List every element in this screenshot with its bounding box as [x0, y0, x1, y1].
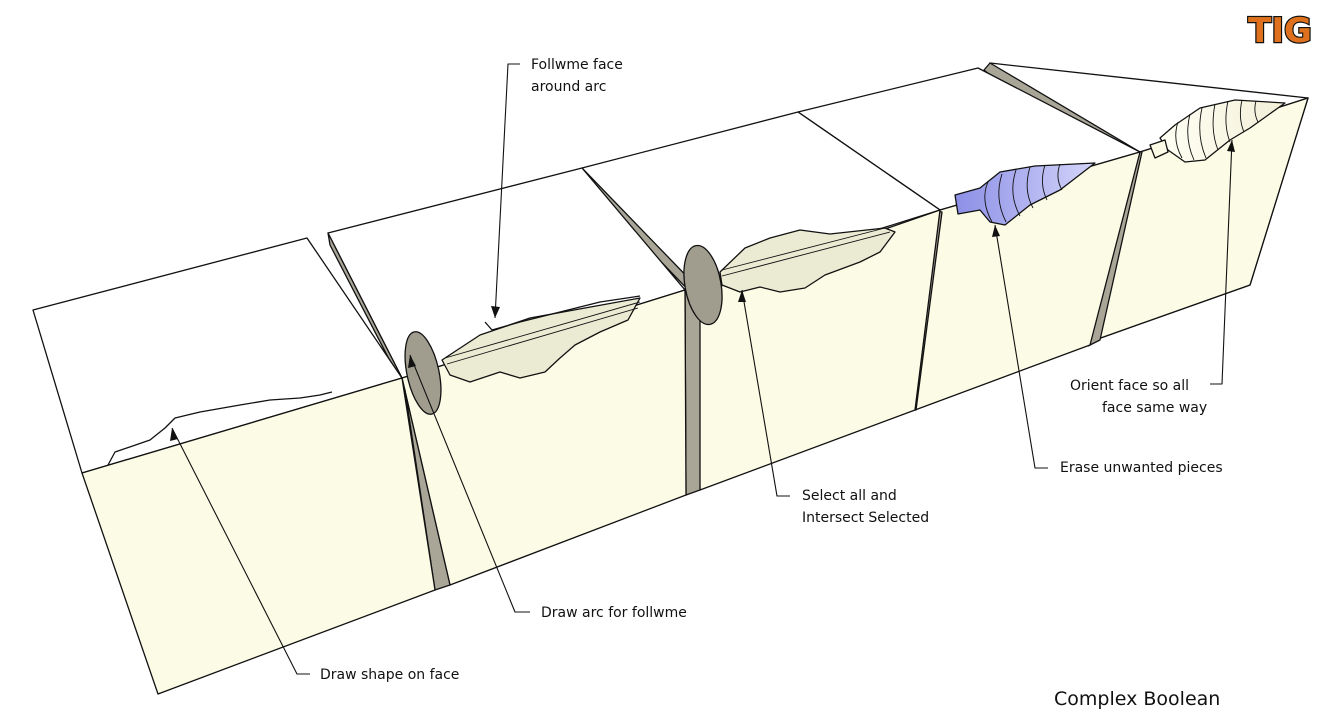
leader-erase [994, 224, 1048, 469]
block-3 [581, 111, 941, 496]
block-2-arc-disc [404, 331, 442, 415]
block-3-arc-disc [683, 244, 723, 326]
callout-orient: Orient face so all face same way [1070, 375, 1207, 419]
diagram-caption: Complex Boolean [1054, 688, 1221, 710]
block-1-front-face [81, 377, 436, 695]
leader-arrowheads [170, 140, 1235, 441]
callout-orient-line2: face same way [1102, 400, 1208, 416]
leader-orient [1210, 139, 1233, 385]
callout-erase-line1: Erase unwanted pieces [1060, 460, 1223, 476]
callout-follwme-face-line1: Follwme face [531, 57, 623, 73]
callout-draw-shape-line1: Draw shape on face [320, 667, 460, 683]
callout-erase: Erase unwanted pieces [1060, 457, 1223, 479]
tig-logo: TIG TIG [1247, 10, 1313, 52]
tig-logo-shade: TIG [1248, 11, 1312, 51]
callout-follwme-face: Follwme face around arc [531, 54, 623, 98]
callout-orient-line1: Orient face so all [1070, 378, 1190, 394]
leader-draw-shape [171, 427, 310, 675]
callout-draw-shape: Draw shape on face [320, 664, 459, 686]
callout-intersect: Select all and Intersect Selected [802, 485, 929, 529]
block-1 [32, 237, 436, 695]
callout-intersect-line1: Select all and [802, 488, 897, 504]
leader-lines [171, 63, 1233, 675]
block-4-blue-cone [954, 162, 1096, 226]
leader-follwme-face [494, 63, 520, 319]
block-2 [327, 167, 687, 591]
callout-intersect-line2: Intersect Selected [802, 510, 930, 526]
tig-logo-text: TIG [1248, 11, 1312, 51]
callout-draw-arc-line1: Draw arc for follwme [541, 605, 687, 621]
block-1-drawn-shape [107, 391, 333, 466]
callout-draw-arc: Draw arc for follwme [541, 602, 687, 624]
callout-follwme-face-line2: around arc [531, 79, 607, 95]
block-3-cut-shape [719, 227, 896, 293]
block-5-cone [1159, 99, 1286, 163]
leader-intersect [741, 289, 790, 497]
leader-draw-arc [409, 354, 530, 613]
block-3-side-strip [684, 289, 701, 496]
